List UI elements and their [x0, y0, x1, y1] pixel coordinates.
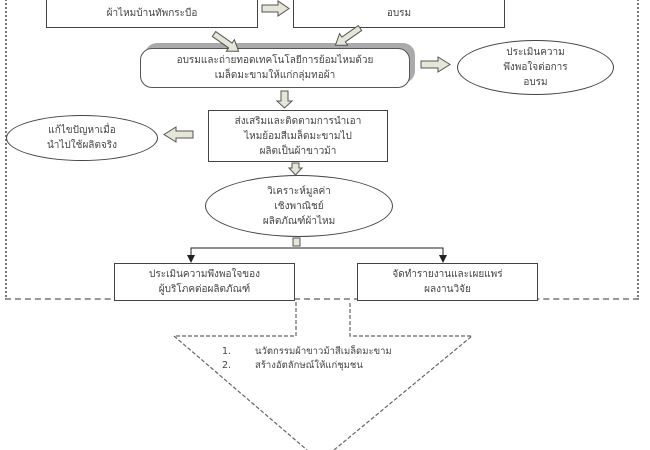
report-box: จัดทำรายงานและเผยแพร่ ผลงานวิจัย [357, 263, 538, 301]
promote-box-line-1: ส่งเสริมและติดตามการนำเอา [234, 115, 362, 127]
solve-problem-line-2: นำไปใช้ผลิตจริง [46, 140, 118, 151]
training-box-line-2: เมล็ดมะขามให้แก่กลุ่มทอผ้า [214, 70, 336, 81]
top-right-box-line-1: อบรม [386, 8, 412, 19]
outcome-text: สร้างอัตลักษณ์ให้แก่ชุมชน [255, 360, 363, 371]
junction-block [292, 237, 301, 247]
report-box-line-1: จัดทำรายงานและเผยแพร่ [392, 269, 503, 280]
top-left-box-line-1: ผ้าไหมบ้านทัพกระบือ [106, 8, 198, 19]
block-arrow-left-icon [163, 126, 194, 143]
outcomes-list: 1. นวัตกรรมผ้าขาวม้าสีเมล็ดมะขาม 2. สร้า… [222, 345, 392, 373]
value-analysis-line-3: ผลิตภัณฑ์ผ้าไหม [262, 215, 336, 227]
value-analysis-line-1: วิเคราะห์มูลค่า [267, 185, 331, 197]
evaluate-training-line-1: ประเมินความ [506, 47, 565, 58]
block-arrow-down-icon [287, 162, 304, 176]
training-box: อบรมและถ่ายทอดเทคโนโลยีการย้อมไหมด้วย เม… [140, 48, 410, 88]
outcome-text: นวัตกรรมผ้าขาวม้าสีเมล็ดมะขาม [255, 346, 392, 357]
outcome-number: 2. [222, 360, 232, 371]
outcome-number: 1. [222, 346, 232, 357]
value-analysis-ellipse: วิเคราะห์มูลค่า เชิงพาณิชย์ ผลิตภัณฑ์ผ้า… [205, 175, 393, 237]
consumer-evaluation-box: ประเมินความพึงพอใจของ ผู้บริโภคต่อผลิตภั… [114, 263, 295, 301]
promote-box: ส่งเสริมและติดตามการนำเอา ไหมย้อมสีเมล็ด… [208, 110, 388, 162]
solve-problem-ellipse: แก้ไขปัญหาเมื่อ นำไปใช้ผลิตจริง [6, 115, 158, 161]
block-arrow-right-icon [261, 0, 290, 17]
evaluate-training-ellipse: ประเมินความ พึงพอใจต่อการ อบรม [457, 40, 614, 95]
solve-problem-line-1: แก้ไขปัญหาเมื่อ [48, 125, 116, 136]
branch-connector-right [296, 247, 447, 263]
top-left-box: ผ้าไหมบ้านทัพกระบือ [46, 0, 258, 28]
report-box-line-2: ผลงานวิจัย [424, 284, 471, 295]
promote-box-line-2: ไหมย้อมสีเมล็ดมะขามไป [244, 130, 352, 142]
block-arrow-right-icon [420, 56, 451, 73]
outcome-funnel [172, 302, 474, 450]
promote-box-line-3: ผลิตเป็นผ้าขาวม้า [259, 145, 337, 157]
evaluate-training-line-3: อบรม [523, 77, 548, 88]
outer-dotted-frame [5, 0, 639, 300]
block-arrow-diagonal-down-right-icon [211, 30, 240, 52]
evaluate-training-line-2: พึงพอใจต่อการ [503, 62, 568, 73]
branch-connector-left [187, 247, 296, 263]
training-box-line-1: อบรมและถ่ายทอดเทคโนโลยีการย้อมไหมด้วย [176, 55, 374, 66]
top-right-box: อบรม [293, 0, 505, 28]
block-arrow-down-icon [275, 90, 294, 109]
consumer-eval-line-1: ประเมินความพึงพอใจของ [149, 269, 260, 280]
outcome-item: 1. นวัตกรรมผ้าขาวม้าสีเมล็ดมะขาม [222, 345, 392, 359]
value-analysis-line-2: เชิงพาณิชย์ [274, 200, 324, 212]
consumer-eval-line-2: ผู้บริโภคต่อผลิตภัณฑ์ [158, 284, 251, 295]
outcome-item: 2. สร้างอัตลักษณ์ให้แก่ชุมชน [222, 359, 392, 373]
block-arrow-diagonal-down-left-icon [334, 24, 363, 46]
